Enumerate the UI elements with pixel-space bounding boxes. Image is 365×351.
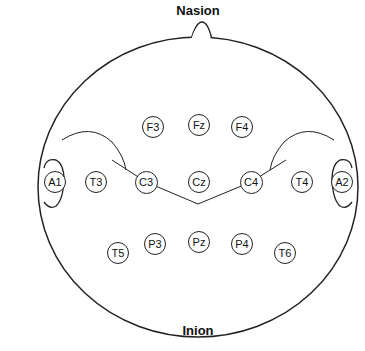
electrode-label: F4 [236,122,249,133]
electrode-label: A2 [335,177,348,188]
electrode-circle: T5 [107,242,129,264]
electrode-circle: T6 [274,242,296,264]
electrode-circle: F3 [142,116,164,138]
electrode-label: Pz [193,237,206,248]
landmark-label: Inion [182,324,213,337]
electrode-label: C3 [139,177,153,188]
electrode-label: C4 [244,177,258,188]
electrode-circle: C3 [135,171,158,194]
electrode-circle: F4 [231,116,253,138]
electrode-circle: C4 [240,171,263,194]
electrode-circle: T3 [85,171,107,193]
electrode-label: Cz [192,177,205,188]
electrode-label: A1 [48,177,61,188]
electrode-circle: Fz [188,114,210,136]
electrode-circle: A1 [44,171,66,193]
electrode-circle: T4 [291,171,313,193]
electrode-circle: Pz [188,231,210,253]
electrode-label: T6 [279,248,292,259]
electrode-label: T5 [112,248,125,259]
electrode-label: T3 [90,177,103,188]
electrode-label: P4 [235,239,248,250]
electrode-label: P3 [148,239,161,250]
electrode-label: Fz [193,120,205,131]
electrode-circle: A2 [331,171,353,193]
electrode-label: F3 [147,122,160,133]
electrode-circle: P4 [231,233,253,255]
electrode-label: T4 [296,177,309,188]
electrode-circle: P3 [144,233,166,255]
electrode-circle: Cz [188,171,210,193]
landmark-label: Nasion [176,4,219,17]
